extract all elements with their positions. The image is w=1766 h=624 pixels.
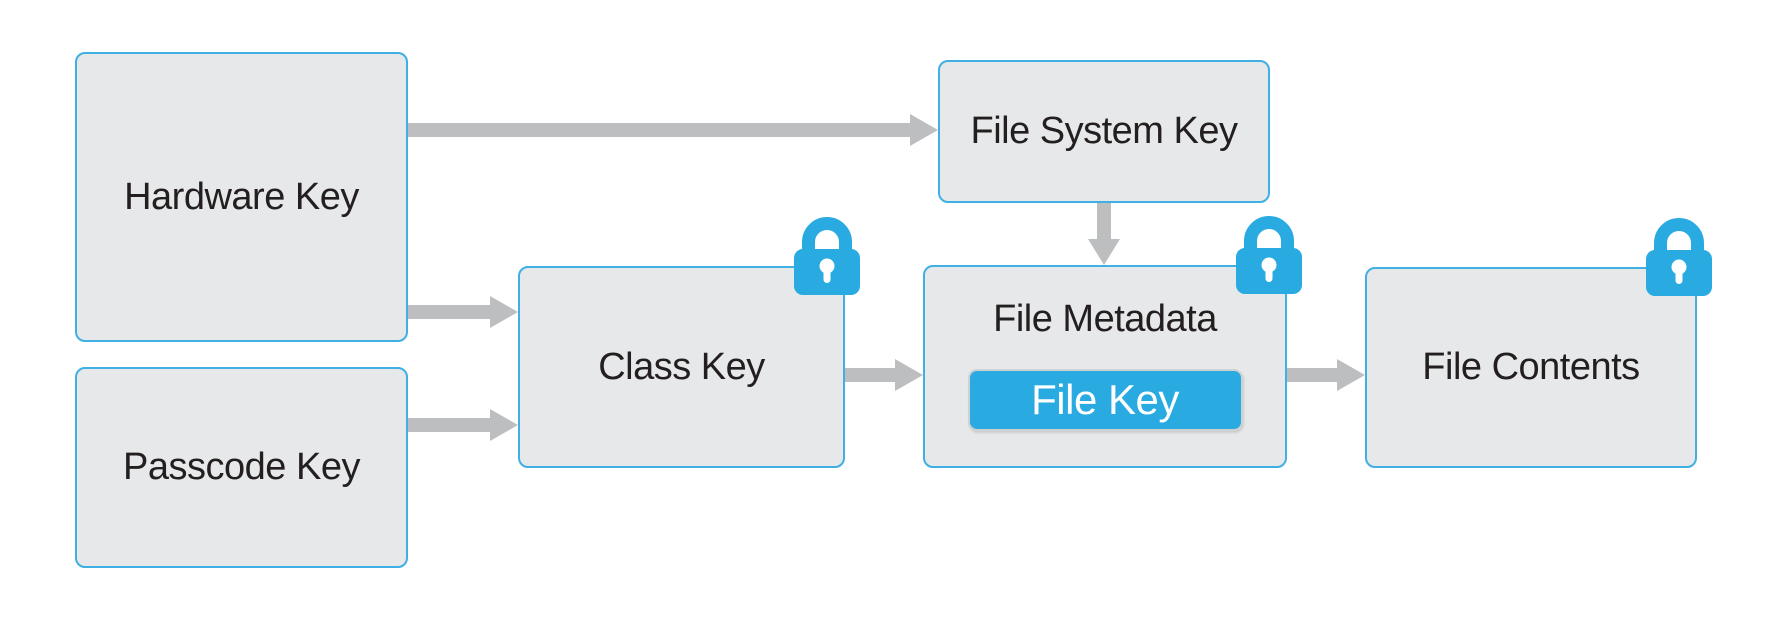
file-system-key-label: File System Key — [970, 110, 1238, 152]
arrow-head — [490, 296, 518, 328]
arrow-head — [910, 114, 938, 146]
arrow-head — [1337, 359, 1365, 391]
arrow-head — [895, 359, 923, 391]
class-key-label: Class Key — [598, 345, 765, 388]
node-file-metadata: File Metadata File Key — [923, 265, 1287, 468]
node-class-key: Class Key — [518, 266, 845, 468]
node-file-system-key: File System Key — [938, 60, 1270, 203]
file-key-badge: File Key — [967, 369, 1243, 431]
lock-keyhole-stem — [1265, 265, 1273, 282]
lock-keyhole-stem — [823, 266, 831, 283]
lock-shackle — [802, 217, 852, 255]
passcode-key-label: Passcode Key — [123, 446, 360, 488]
file-contents-label: File Contents — [1422, 346, 1640, 388]
node-hardware-key: Hardware Key — [75, 52, 408, 342]
lock-shackle — [1244, 216, 1294, 254]
lock-icon — [1646, 218, 1712, 296]
file-key-label: File Key — [1031, 376, 1179, 423]
arrow-shaft — [1287, 368, 1338, 382]
arrow-shaft — [845, 368, 896, 382]
node-passcode-key: Passcode Key — [75, 367, 408, 568]
node-file-contents: File Contents — [1365, 267, 1697, 468]
hardware-key-label: Hardware Key — [124, 175, 359, 218]
arrow-shaft — [408, 305, 491, 319]
lock-icon — [1236, 216, 1302, 294]
arrow-head — [1088, 239, 1120, 265]
arrow-shaft — [408, 418, 491, 432]
lock-keyhole-stem — [1675, 267, 1683, 284]
lock-shackle — [1654, 218, 1704, 256]
arrow-shaft — [1097, 203, 1111, 240]
lock-icon — [794, 217, 860, 295]
arrow-shaft — [408, 123, 911, 137]
file-metadata-label: File Metadata — [993, 298, 1217, 340]
arrow-head — [490, 409, 518, 441]
